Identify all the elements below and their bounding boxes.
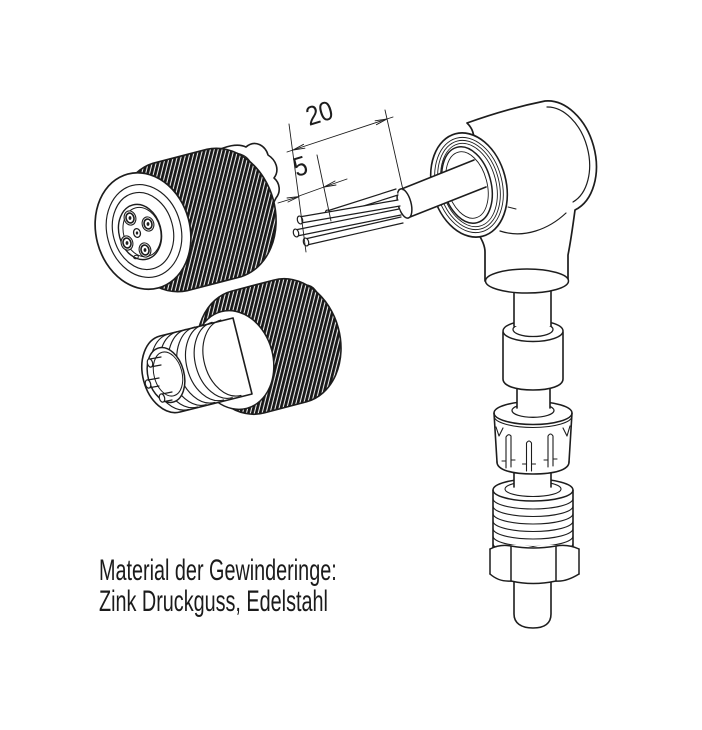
arrowhead (292, 143, 306, 151)
extension-line-left (288, 123, 307, 253)
socket-contacts (120, 210, 155, 260)
male-connector-drawing (141, 277, 342, 416)
wire (292, 208, 402, 238)
housing-bottom-face (484, 268, 570, 294)
strain-relief-cage (493, 400, 573, 475)
dimension-20: 20 (286, 96, 394, 153)
pressure-sleeve (502, 319, 564, 391)
arrowhead (374, 118, 388, 126)
cap-rim-line (546, 106, 591, 203)
threaded-barrel (141, 317, 253, 414)
hex-nut (489, 544, 580, 585)
female-connector-drawing (94, 142, 280, 293)
cage-slits (495, 425, 571, 472)
arrowhead (323, 180, 337, 188)
dimension-20-label: 20 (302, 96, 336, 132)
dimension-5: 5 (277, 151, 348, 204)
material-note-line1: Material der Gewinderinge: (99, 554, 337, 587)
stripped-wires (292, 188, 404, 247)
extension-line-middle (316, 154, 332, 222)
contact-pins (144, 356, 173, 403)
neck-crease-line (499, 212, 567, 235)
socket-face (94, 171, 192, 291)
cable-end (513, 576, 552, 629)
arrowhead (286, 196, 300, 203)
mold-mark (507, 206, 517, 210)
material-note-line2: Zink Druckguss, Edelstahl (99, 584, 328, 618)
material-note: Material der Gewinderinge: Zink Druckgus… (99, 554, 337, 618)
angled-connector-drawing (292, 100, 598, 629)
wire (302, 216, 404, 247)
dimension-5-label: 5 (290, 151, 312, 183)
exploded-parts (484, 268, 580, 629)
threaded-gland (492, 478, 574, 555)
dimension-annotations: 20 5 (277, 96, 404, 253)
extension-line-right (384, 109, 404, 191)
